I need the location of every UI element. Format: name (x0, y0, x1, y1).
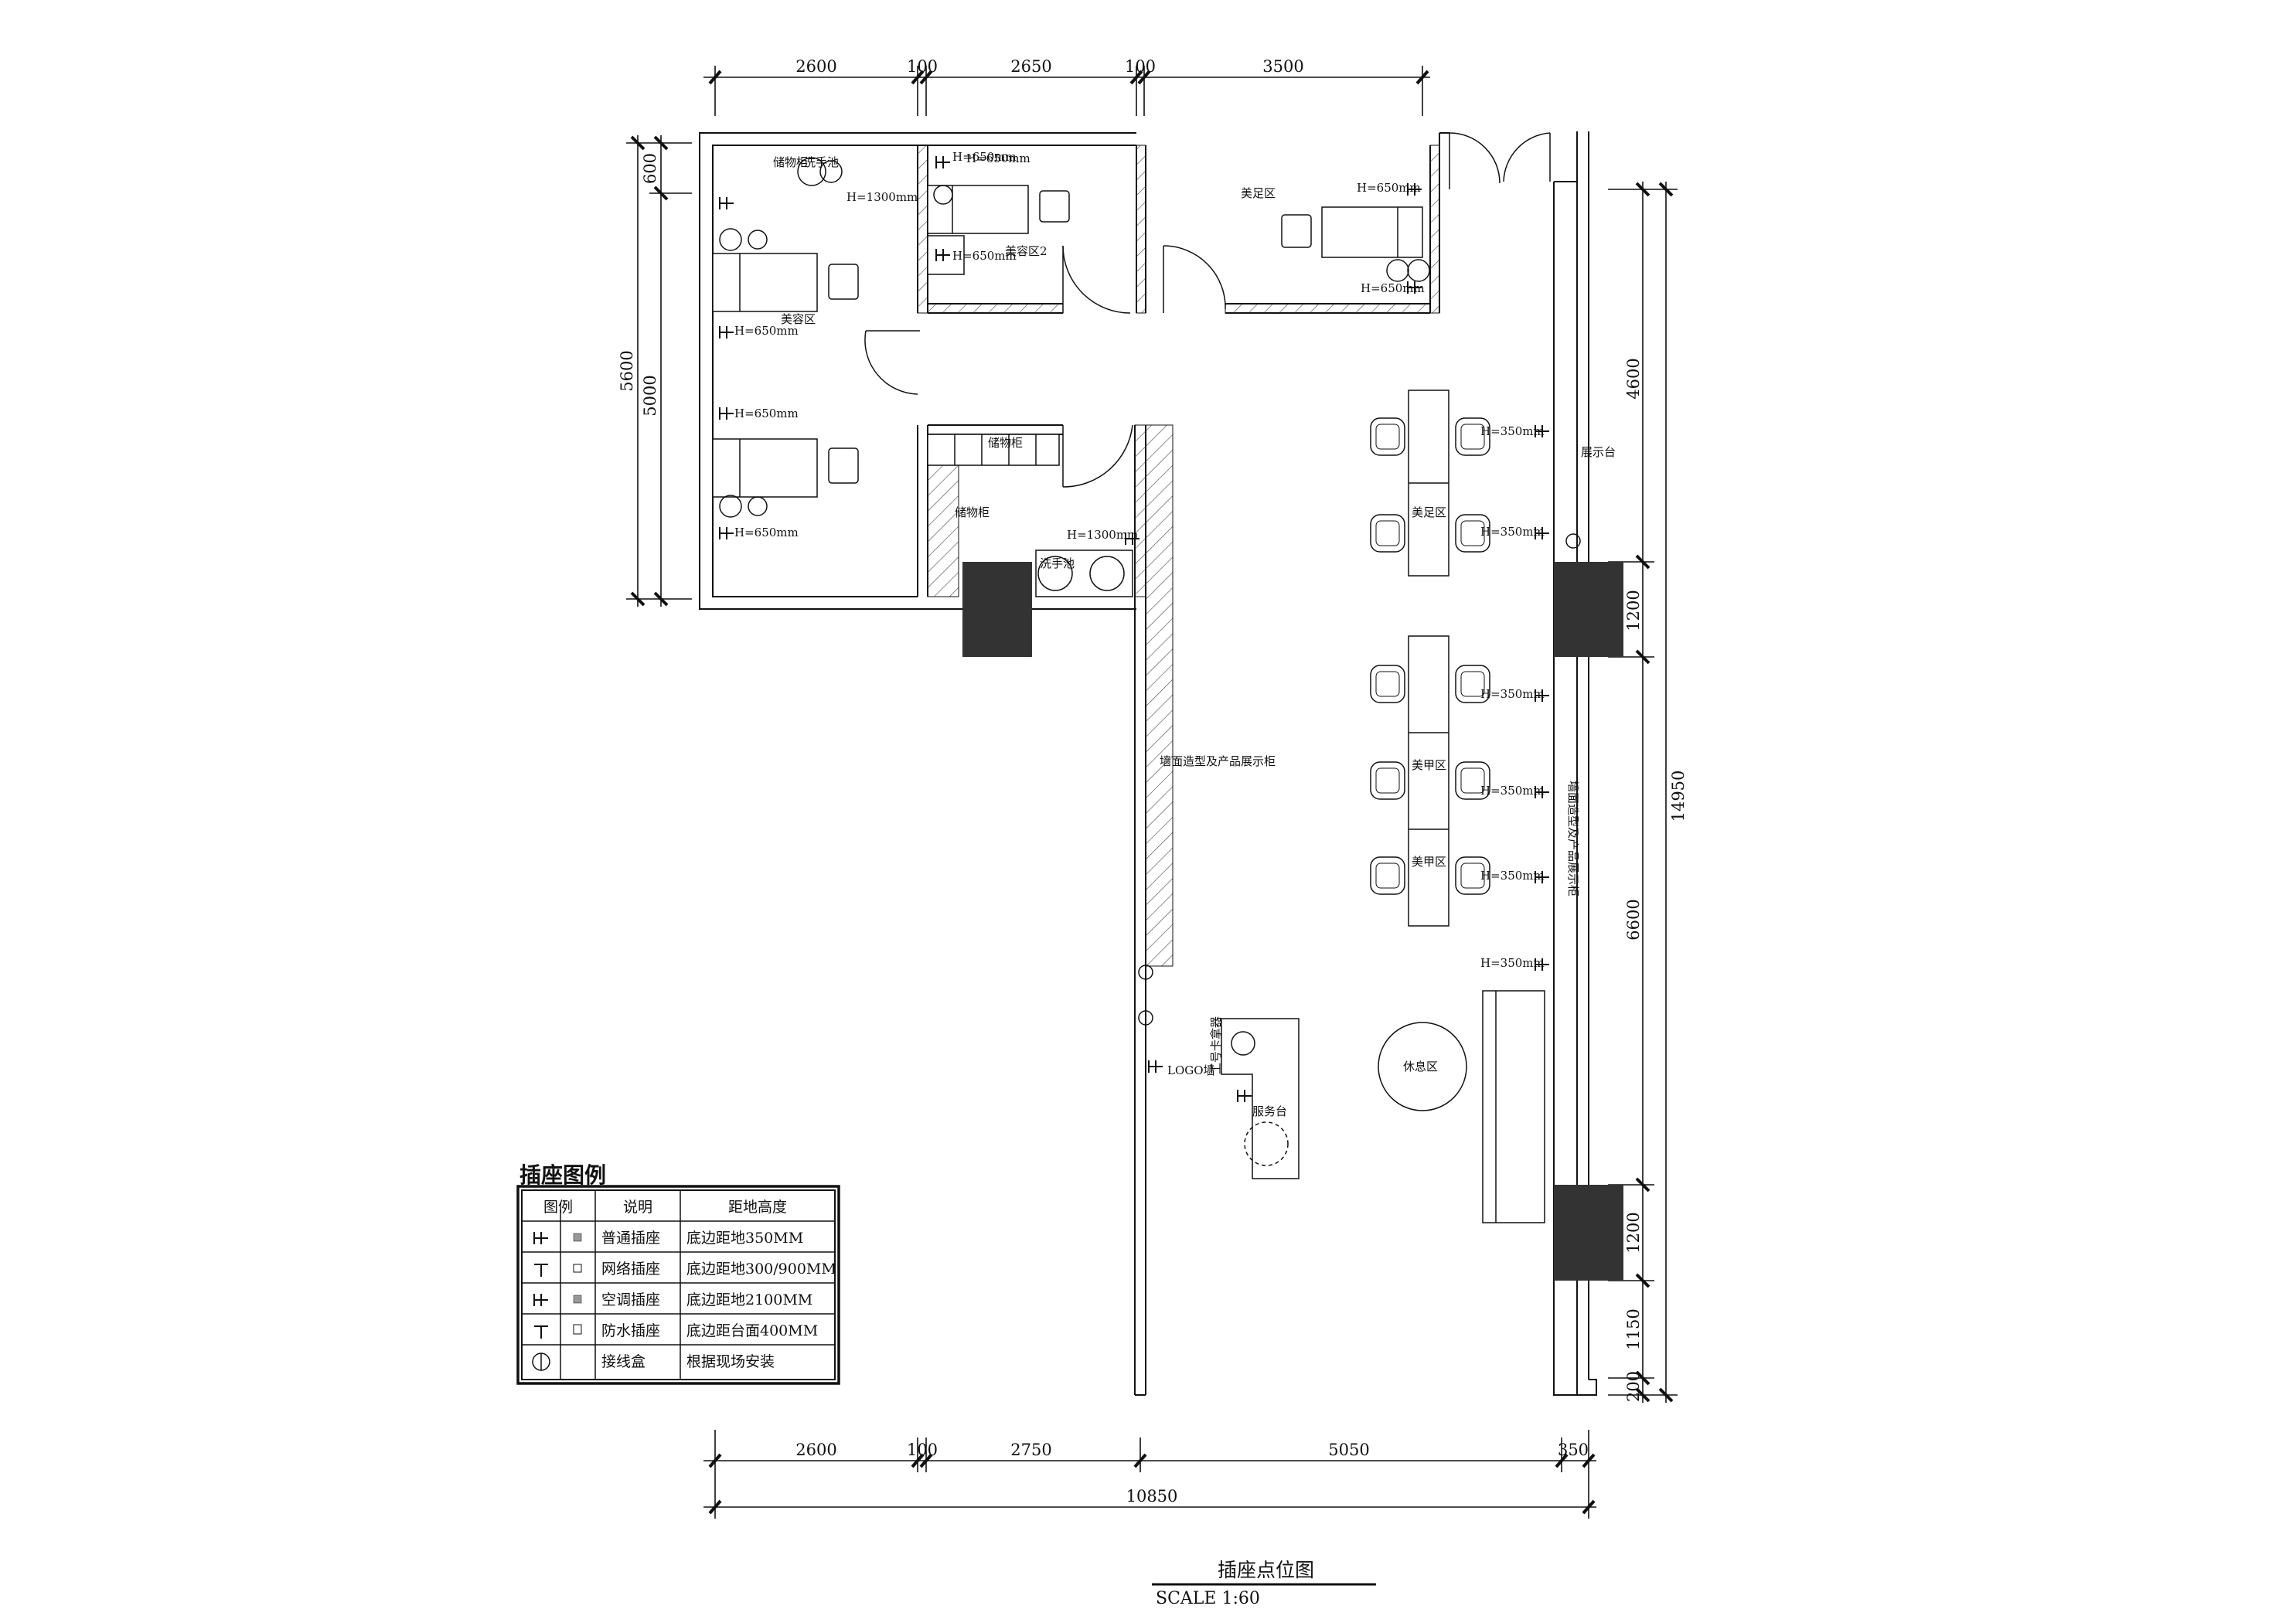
label-cashier: 工号卡拿器 (1209, 1016, 1223, 1074)
legend-table (516, 1185, 840, 1385)
legend-symbols (532, 1231, 582, 1371)
height-label: H=350mm (1480, 956, 1545, 970)
height-label: H=650mm (1357, 181, 1421, 195)
height-label: H=350mm (1480, 687, 1545, 701)
dim-bottom-4: 5050 (1328, 1441, 1369, 1459)
legend-row-desc: 普通插座 (601, 1230, 660, 1247)
label-reception: 服务台 (1252, 1104, 1287, 1118)
drawing-scale: SCALE 1:60 (1156, 1589, 1260, 1608)
legend-header-height: 距地高度 (728, 1199, 787, 1216)
label-storage: 储物柜 (955, 505, 990, 519)
round-fixtures (719, 157, 1581, 1166)
dim-left-inner-2: 5000 (641, 375, 659, 416)
height-label: H=650mm (952, 249, 1017, 263)
dim-top-2: 100 (907, 57, 938, 76)
height-label: H=650mm (1361, 281, 1425, 295)
label-display-right: 墙面造型及产品展示柜 (1566, 781, 1580, 897)
column-2 (1554, 562, 1623, 657)
dim-left-inner-1: 600 (641, 153, 659, 184)
height-label: H=650mm (734, 324, 799, 338)
label-wash-basin: 洗手池 (1040, 556, 1075, 570)
dim-bottom-2: 100 (907, 1441, 938, 1459)
label-beauty-area-2: 美容区2 (1005, 244, 1048, 258)
dim-top-5: 3500 (1262, 57, 1303, 76)
height-label: H=350mm (1480, 525, 1545, 539)
height-label: H=1300mm (1067, 528, 1138, 542)
dim-right-inner-3: 6600 (1624, 899, 1643, 940)
legend-title: 插座图例 (519, 1162, 606, 1188)
dim-top-3: 2650 (1010, 57, 1051, 76)
dim-top-1: 2600 (795, 57, 836, 76)
label-wash-basin-top: 洗手池 (804, 155, 839, 169)
dim-bottom-5: 350 (1558, 1441, 1589, 1459)
height-label: H=650mm (734, 526, 799, 539)
dim-right-inner-5: 1150 (1624, 1308, 1643, 1349)
label-display-cabinet: 展示台 (1581, 445, 1616, 459)
label-foot-area: 美足区 (1241, 186, 1276, 200)
dim-right-inner-1: 4600 (1624, 358, 1643, 399)
legend-row-desc: 接线盒 (601, 1353, 646, 1370)
height-label: H=650mm (734, 407, 799, 420)
label-storage-cabinet: 储物柜 (988, 436, 1023, 450)
dim-left-outer: 5600 (618, 350, 636, 391)
legend-row-height: 底边距地350MM (686, 1230, 803, 1247)
legend-header-symbol: 图例 (543, 1199, 573, 1216)
dim-bottom-1: 2600 (795, 1441, 836, 1459)
label-manicure-3: 美甲区 (1412, 855, 1446, 869)
column-3 (1554, 1185, 1623, 1281)
doors (864, 132, 1551, 488)
height-label: H=650mm (966, 151, 1030, 165)
legend-header-desc: 说明 (623, 1199, 652, 1216)
legend-row-height: 底边距地2100MM (686, 1291, 812, 1308)
column-1 (962, 562, 1032, 657)
dimension-top (703, 66, 1430, 116)
dimension-bottom (703, 1430, 1596, 1519)
dim-right-inner-4: 1200 (1624, 1212, 1643, 1253)
legend-row-desc: 空调插座 (601, 1291, 660, 1308)
legend-row-height: 底边距台面400MM (686, 1322, 818, 1339)
label-rest-area: 休息区 (1403, 1060, 1438, 1073)
height-label: H=350mm (1480, 869, 1545, 883)
furniture (712, 185, 1545, 1223)
dimension-left (626, 135, 692, 607)
height-label: H=350mm (1480, 784, 1545, 798)
drawing-title: 插座点位图 (1218, 1559, 1314, 1581)
legend-row-height: 根据现场安装 (686, 1353, 775, 1370)
legend-row-desc: 网络插座 (601, 1261, 660, 1278)
legend-row-desc: 防水插座 (601, 1322, 660, 1339)
height-label: H=1300mm (847, 190, 918, 204)
dim-bottom-3: 2750 (1010, 1441, 1051, 1459)
dim-right-outer: 14950 (1669, 771, 1688, 822)
legend-row-height: 底边距地300/900MM (686, 1261, 836, 1278)
dim-right-inner-2: 1200 (1624, 590, 1643, 631)
label-manicure-1: 美足区 (1412, 505, 1446, 519)
dimension-right (1608, 182, 1678, 1403)
height-label: H=650mm (952, 150, 1017, 164)
dim-right-inner-6: 200 (1624, 1371, 1643, 1402)
dim-top-4: 100 (1125, 57, 1156, 76)
label-display-wall: 墙面造型及产品展示柜 (1160, 754, 1276, 768)
label-beauty-area: 美容区 (781, 312, 816, 326)
dim-bottom-total: 10850 (1126, 1487, 1178, 1506)
wall-hatching (917, 145, 1440, 967)
height-label: H=350mm (1480, 424, 1545, 438)
label-storage-top: 储物柜 (773, 155, 808, 169)
label-logo-wall: LOGO墙 (1167, 1063, 1215, 1077)
label-manicure-2: 美甲区 (1412, 758, 1446, 772)
